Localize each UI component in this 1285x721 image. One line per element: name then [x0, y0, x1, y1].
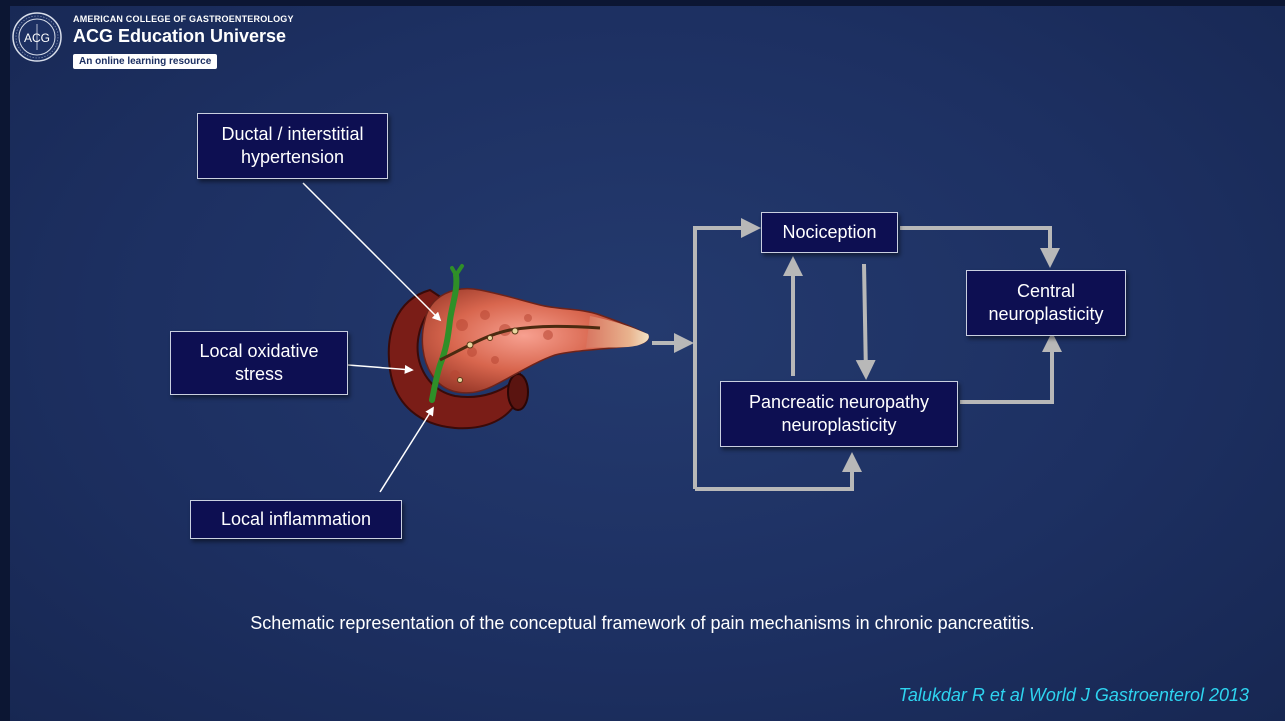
figure-caption: Schematic representation of the conceptu…: [0, 613, 1285, 634]
central-line-2: neuroplasticity: [988, 303, 1103, 326]
central-line-1: Central: [988, 280, 1103, 303]
arrow-inflammation-to-pancreas: [380, 408, 433, 492]
ductal-hypertension-box: Ductal / interstitial hypertension: [197, 113, 388, 179]
arrow-bracket-to-neuropathy: [695, 456, 852, 489]
neuropathy-line-2: neuroplasticity: [749, 414, 929, 437]
inflammation-label: Local inflammation: [221, 508, 371, 531]
arrow-nociception-to-central: [900, 228, 1050, 264]
oxidative-stress-box: Local oxidative stress: [170, 331, 348, 395]
arrow-ductal-to-pancreas: [303, 183, 440, 320]
arrow-nociception-to-neuropathy: [864, 264, 866, 376]
neuropathy-line-1: Pancreatic neuropathy: [749, 391, 929, 414]
oxidative-line-2: stress: [199, 363, 318, 386]
arrow-bracket-to-nociception: [695, 228, 757, 489]
ductal-line-2: hypertension: [221, 146, 363, 169]
citation: Talukdar R et al World J Gastroenterol 2…: [898, 685, 1249, 706]
central-neuroplasticity-box: Central neuroplasticity: [966, 270, 1126, 336]
local-inflammation-box: Local inflammation: [190, 500, 402, 539]
pancreatic-neuropathy-box: Pancreatic neuropathy neuroplasticity: [720, 381, 958, 447]
pancreas-illustration: [389, 266, 649, 428]
arrow-neuropathy-to-central: [960, 336, 1052, 402]
nociception-box: Nociception: [761, 212, 898, 253]
oxidative-line-1: Local oxidative: [199, 340, 318, 363]
nociception-label: Nociception: [782, 221, 876, 244]
ductal-line-1: Ductal / interstitial: [221, 123, 363, 146]
